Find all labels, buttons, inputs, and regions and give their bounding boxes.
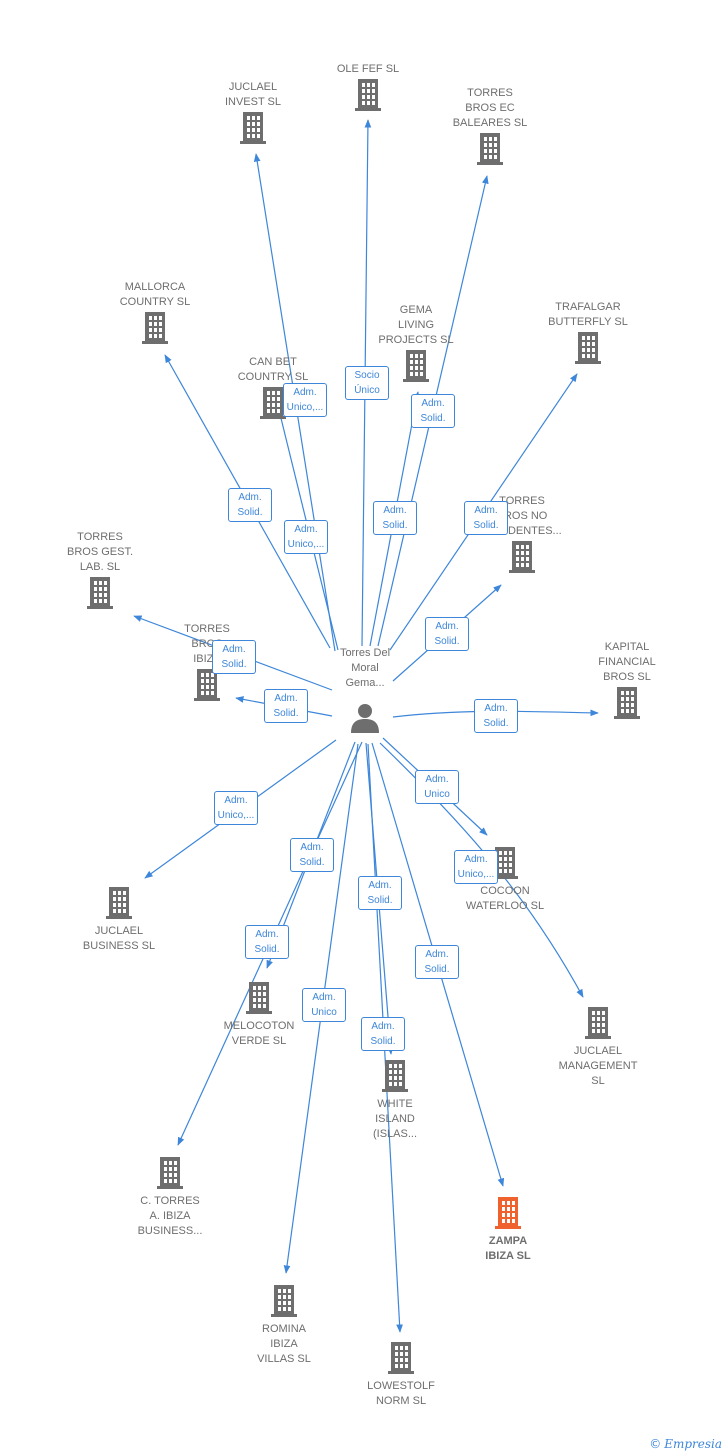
company-node-c-torres[interactable]: C. TORRES A. IBIZA BUSINESS... — [110, 1155, 230, 1239]
role-label[interactable]: Adm. Solid. — [373, 501, 417, 535]
company-label[interactable]: TORRES BROS GEST. LAB. SL — [66, 531, 134, 573]
building-icon[interactable] — [380, 1058, 410, 1092]
building-icon[interactable] — [140, 310, 170, 344]
company-node-ole-fef[interactable]: OLE FEF SL — [308, 62, 428, 116]
company-node-juclael-business[interactable]: JUCLAEL BUSINESS SL — [59, 885, 179, 954]
building-icon[interactable] — [612, 685, 642, 719]
building-icon[interactable] — [104, 885, 134, 919]
role-label[interactable]: Adm. Solid. — [228, 488, 272, 522]
company-node-melocoton[interactable]: MELOCOTON VERDE SL — [199, 980, 319, 1049]
company-node-torres-gest[interactable]: TORRES BROS GEST. LAB. SL — [40, 530, 160, 614]
building-icon[interactable] — [155, 1155, 185, 1189]
building-icon[interactable] — [573, 330, 603, 364]
company-node-cocoon[interactable]: COCOON WATERLOO SL — [445, 845, 565, 914]
building-icon[interactable] — [244, 980, 274, 1014]
company-label[interactable]: TORRES BROS EC BALEARES SL — [452, 87, 528, 129]
company-label[interactable]: LOWESTOLF NORM SL — [367, 1380, 435, 1407]
role-label[interactable]: Adm. Unico,... — [454, 850, 498, 884]
company-node-lowestolf[interactable]: LOWESTOLF NORM SL — [341, 1340, 461, 1409]
building-icon[interactable] — [386, 1340, 416, 1374]
role-label[interactable]: Adm. Solid. — [361, 1017, 405, 1051]
company-label[interactable]: ZAMPA IBIZA SL — [485, 1235, 531, 1262]
company-label[interactable]: MELOCOTON VERDE SL — [223, 1020, 295, 1047]
building-icon[interactable] — [85, 575, 115, 609]
role-label[interactable]: Adm. Unico,... — [283, 383, 327, 417]
role-label[interactable]: Adm. Unico,... — [214, 791, 258, 825]
building-icon[interactable] — [475, 131, 505, 165]
role-label[interactable]: Adm. Solid. — [425, 617, 469, 651]
company-label[interactable]: C. TORRES A. IBIZA BUSINESS... — [137, 1195, 203, 1237]
company-label[interactable]: TRAFALGAR BUTTERFLY SL — [548, 301, 628, 328]
role-label[interactable]: Adm. Solid. — [290, 838, 334, 872]
company-node-torres-bros-ec[interactable]: TORRES BROS EC BALEARES SL — [430, 86, 550, 170]
company-label[interactable]: KAPITAL FINANCIAL BROS SL — [598, 641, 656, 683]
role-label[interactable]: Adm. Solid. — [411, 394, 455, 428]
company-node-romina[interactable]: ROMINA IBIZA VILLAS SL — [224, 1283, 344, 1367]
company-node-juclael-management[interactable]: JUCLAEL MANAGEMENT SL — [538, 1005, 658, 1089]
role-label[interactable]: Adm. Solid. — [415, 945, 459, 979]
company-node-kapital[interactable]: KAPITAL FINANCIAL BROS SL — [567, 640, 687, 724]
company-node-juclael-invest[interactable]: JUCLAEL INVEST SL — [193, 80, 313, 149]
role-label[interactable]: Adm. Solid. — [464, 501, 508, 535]
company-label[interactable]: JUCLAEL MANAGEMENT SL — [558, 1045, 638, 1087]
building-icon[interactable] — [192, 667, 222, 701]
center-person-label[interactable]: Torres Del Moral Gema... — [339, 647, 391, 689]
role-label[interactable]: Adm. Solid. — [212, 640, 256, 674]
role-label[interactable]: Adm. Unico — [415, 770, 459, 804]
company-node-zampa[interactable]: ZAMPA IBIZA SL — [448, 1195, 568, 1264]
company-node-trafalgar[interactable]: TRAFALGAR BUTTERFLY SL — [528, 300, 648, 369]
empresia-logo[interactable]: ©Empresia — [649, 1437, 722, 1451]
building-icon[interactable] — [507, 539, 537, 573]
building-icon[interactable] — [401, 348, 431, 382]
building-icon[interactable] — [353, 77, 383, 111]
company-node-can-bet[interactable]: CAN BET COUNTRY SL — [213, 355, 333, 424]
building-icon-highlight[interactable] — [493, 1195, 523, 1229]
company-label[interactable]: GEMA LIVING PROJECTS SL — [378, 304, 454, 346]
building-icon[interactable] — [258, 385, 288, 419]
company-label[interactable]: CAN BET COUNTRY SL — [237, 356, 309, 383]
company-node-mallorca-country[interactable]: MALLORCA COUNTRY SL — [95, 280, 215, 349]
company-node-white-island[interactable]: WHITE ISLAND (ISLAS... — [335, 1058, 455, 1142]
role-label[interactable]: Adm. Solid. — [358, 876, 402, 910]
company-label[interactable]: ROMINA IBIZA VILLAS SL — [257, 1323, 311, 1365]
company-label[interactable]: MALLORCA COUNTRY SL — [119, 281, 191, 308]
role-label[interactable]: Socio Único — [345, 366, 389, 400]
building-icon[interactable] — [238, 110, 268, 144]
person-icon[interactable] — [348, 700, 382, 734]
building-icon[interactable] — [490, 845, 520, 879]
building-icon[interactable] — [269, 1283, 299, 1317]
role-label[interactable]: Adm. Solid. — [245, 925, 289, 959]
company-label[interactable]: WHITE ISLAND (ISLAS... — [372, 1098, 418, 1140]
role-label[interactable]: Adm. Unico — [302, 988, 346, 1022]
role-label[interactable]: Adm. Unico,... — [284, 520, 328, 554]
building-icon[interactable] — [583, 1005, 613, 1039]
company-label[interactable]: OLE FEF SL — [336, 63, 400, 75]
company-label[interactable]: COCOON WATERLOO SL — [465, 885, 545, 912]
role-label[interactable]: Adm. Solid. — [474, 699, 518, 733]
role-label[interactable]: Adm. Solid. — [264, 689, 308, 723]
company-label[interactable]: JUCLAEL INVEST SL — [224, 81, 282, 108]
company-node-gema-living[interactable]: GEMA LIVING PROJECTS SL — [356, 303, 476, 387]
company-label[interactable]: JUCLAEL BUSINESS SL — [82, 925, 156, 952]
